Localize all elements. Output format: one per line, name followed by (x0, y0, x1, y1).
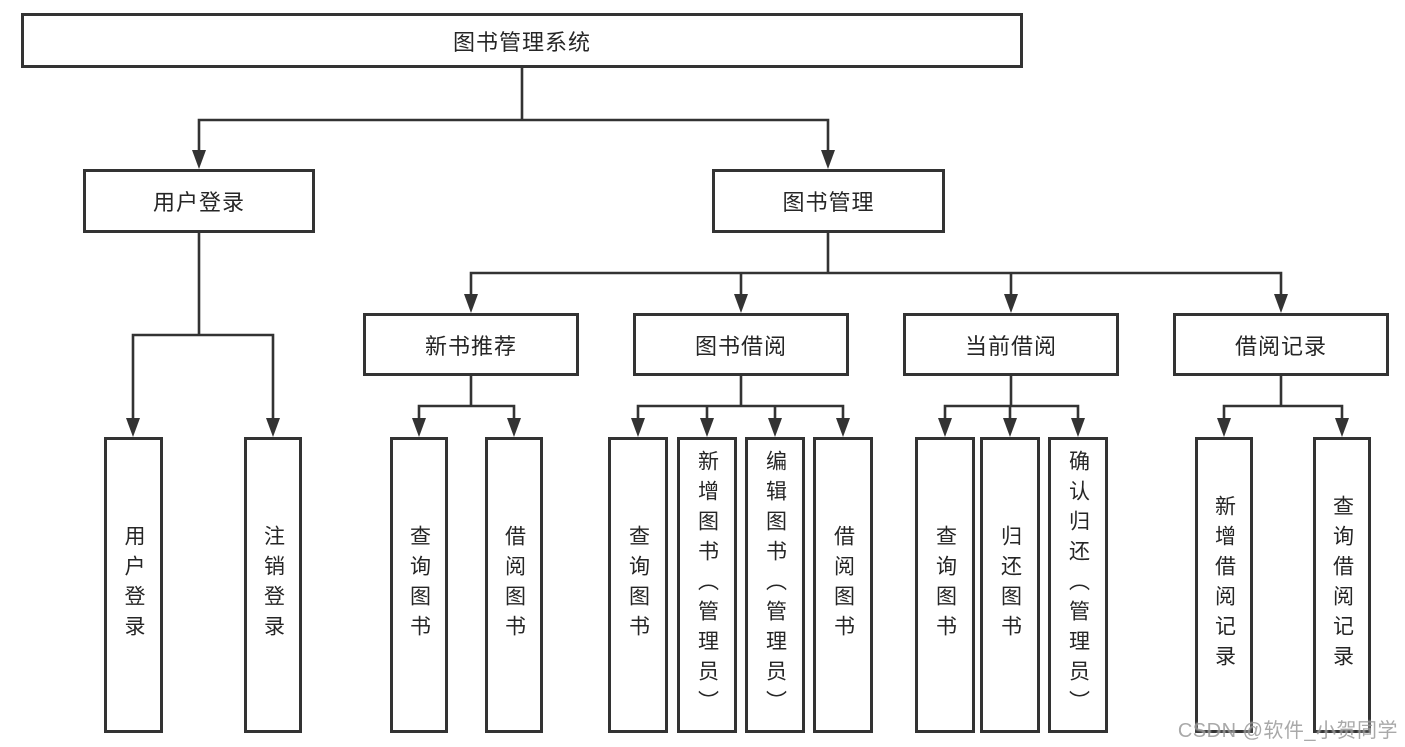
node-label: 当前借阅 (964, 333, 1057, 359)
node-leaf-borrow-books-recommend: 借阅图书 (485, 437, 543, 733)
node-label: 查询借阅记录 (1330, 495, 1354, 675)
node-label: 归还图书 (998, 525, 1022, 645)
node-leaf-query-books-borrow: 查询图书 (608, 437, 668, 733)
node-label: 图书管理系统 (452, 29, 591, 55)
node-leaf-user-login: 用户登录 (104, 437, 163, 733)
node-label: 查询图书 (626, 525, 650, 645)
node-label: 注销登录 (261, 525, 285, 645)
node-label: 用户登录 (122, 525, 145, 645)
node-label: 编辑图书（管理员） (763, 450, 787, 720)
node-label: 用户登录 (152, 190, 245, 215)
node-leaf-confirm-return-admin: 确认归还（管理员） (1048, 437, 1108, 733)
node-leaf-add-borrow-record: 新增借阅记录 (1195, 437, 1253, 733)
node-leaf-return-books: 归还图书 (980, 437, 1040, 733)
node-label: 查询图书 (407, 525, 431, 645)
node-label: 新增图书（管理员） (695, 450, 719, 720)
node-book-borrowing: 图书借阅 (633, 313, 849, 376)
node-label: 新书推荐 (424, 333, 517, 359)
node-leaf-query-borrow-record: 查询借阅记录 (1313, 437, 1371, 733)
node-label: 图书借阅 (694, 333, 787, 359)
node-leaf-query-books-current: 查询图书 (915, 437, 975, 733)
node-borrowing-records: 借阅记录 (1173, 313, 1389, 376)
node-leaf-logout: 注销登录 (244, 437, 302, 733)
node-label: 借阅图书 (502, 525, 526, 645)
node-label: 借阅图书 (831, 525, 855, 645)
node-library-management-system: 图书管理系统 (21, 13, 1023, 68)
node-label: 新增借阅记录 (1212, 495, 1236, 675)
node-leaf-edit-books-admin: 编辑图书（管理员） (745, 437, 805, 733)
node-label: 图书管理 (782, 190, 875, 215)
node-label: 确认归还（管理员） (1066, 450, 1090, 720)
node-leaf-query-books-recommend: 查询图书 (390, 437, 448, 733)
node-label: 借阅记录 (1234, 333, 1327, 359)
node-book-management: 图书管理 (712, 169, 945, 233)
node-current-borrowing: 当前借阅 (903, 313, 1119, 376)
node-leaf-add-books-admin: 新增图书（管理员） (677, 437, 737, 733)
csdn-watermark: CSDN @软件_小贺同学 (1177, 720, 1398, 742)
node-label: 查询图书 (933, 525, 957, 645)
node-leaf-borrow-books: 借阅图书 (813, 437, 873, 733)
node-new-book-recommendation: 新书推荐 (363, 313, 579, 376)
node-user-login: 用户登录 (83, 169, 315, 233)
